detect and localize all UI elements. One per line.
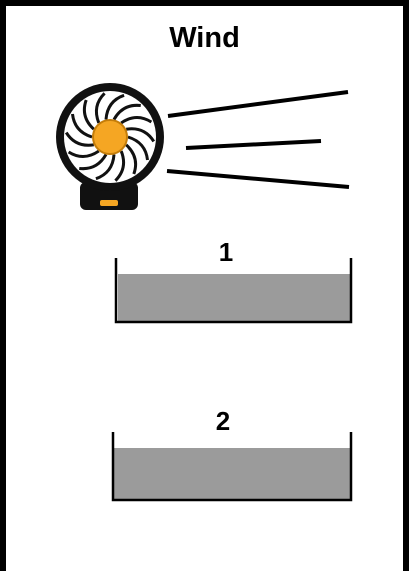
fan-blade (79, 153, 108, 171)
wind-line-upper (167, 90, 349, 118)
container-1-label: 1 (218, 237, 234, 267)
container-2 (111, 432, 353, 502)
fan-blade (82, 99, 95, 131)
fan-hub (92, 119, 128, 155)
container-1-water (118, 274, 350, 321)
fan-blade (70, 113, 93, 139)
wind-line-lower (166, 169, 350, 189)
fan-blade (112, 103, 141, 121)
fan-blade (125, 127, 156, 143)
fan-blade (95, 154, 116, 181)
fan-base-light (100, 200, 118, 206)
container-1-walls (114, 258, 353, 324)
container-2-walls (111, 432, 353, 502)
fan-blade (104, 93, 125, 120)
fan-blade (94, 92, 106, 124)
fan-blade (125, 143, 138, 175)
wind-lines (166, 90, 350, 189)
diagram-title: Wind (169, 22, 240, 54)
fan-blade (127, 135, 150, 161)
container-2-water (114, 448, 350, 499)
container-1 (114, 258, 353, 324)
fan-blades (64, 92, 156, 182)
fan-blade (64, 131, 95, 147)
fan-blade (67, 149, 100, 159)
desk-fan-icon (56, 83, 164, 210)
fan-blade (120, 115, 153, 125)
container-2-label: 2 (215, 406, 231, 436)
wind-line-middle (185, 139, 322, 150)
fan-blade (114, 150, 126, 182)
